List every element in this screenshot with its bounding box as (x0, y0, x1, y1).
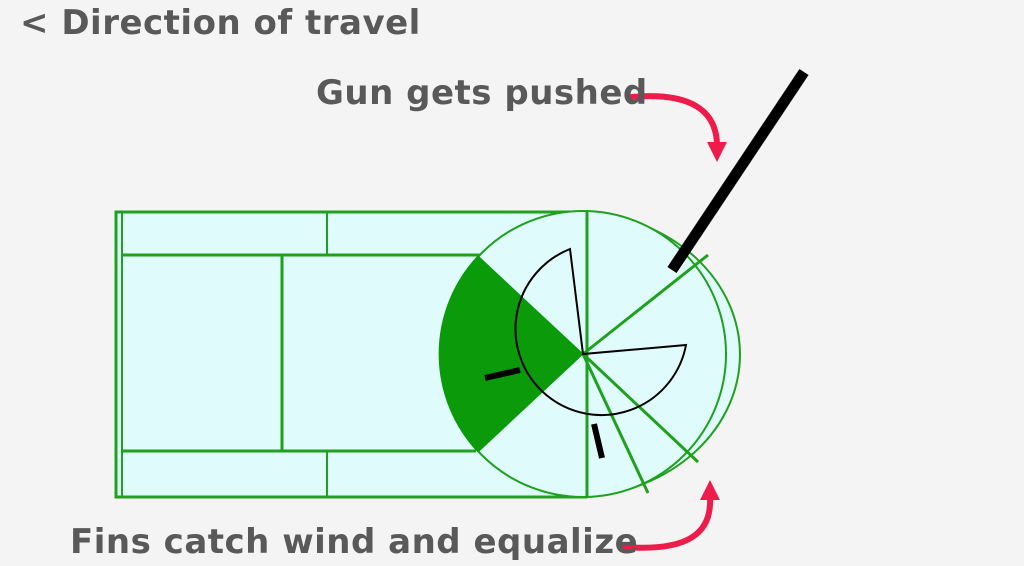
fins-arrow-curve (621, 494, 714, 551)
gun-pushed-label: Gun gets pushed (316, 73, 648, 113)
fin-line-bottom (581, 353, 650, 494)
fins-equalize-label: Fins catch wind and equalize (70, 522, 639, 562)
fin-line-lower (581, 352, 700, 464)
fin-line-upper (582, 253, 709, 356)
gun-barrel (667, 68, 809, 274)
direction-of-travel-label: < Direction of travel (20, 3, 421, 43)
green-fin-sector (438, 255, 584, 453)
gun-arrow-curve (629, 93, 721, 151)
mechanism-outline (514, 247, 688, 416)
tick-mark-left (484, 367, 521, 381)
gun-arrow-head (707, 142, 727, 162)
tick-mark-bottom (591, 423, 605, 459)
fins-arrow-head (700, 480, 720, 500)
